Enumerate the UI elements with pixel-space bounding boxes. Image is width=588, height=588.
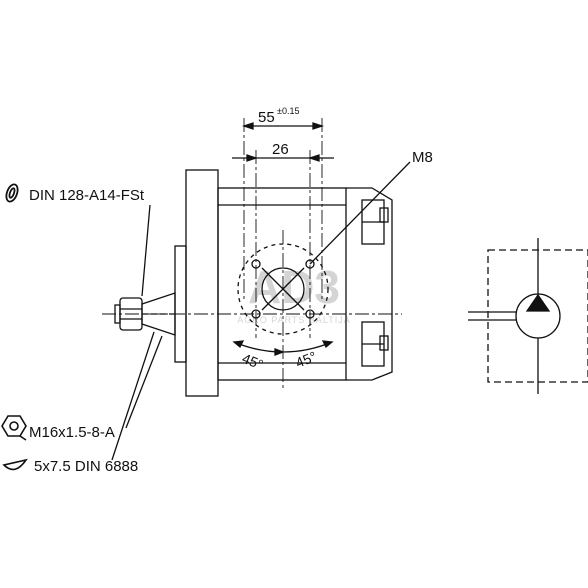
callout-nut-thread: M16x1.5-8-A (29, 424, 115, 441)
leader-key (111, 331, 155, 461)
callout-flange-standard: DIN 128-A14-FSt (29, 187, 145, 204)
angle-label-right: 45° (293, 348, 319, 371)
angle-label-left: 45° (240, 350, 266, 373)
watermark-tagline: AGRO PARTS BALTIJA (237, 315, 351, 325)
dimension-55-value: 55 (258, 109, 275, 126)
lock-washer-icon (5, 183, 19, 203)
callout-port-thread: M8 (412, 149, 433, 166)
mounting-flange (185, 169, 219, 397)
leader-flange (141, 204, 151, 297)
hex-nut-icon (1, 415, 27, 441)
leader-nut (125, 335, 163, 429)
pump-body (217, 187, 347, 381)
callout-key-standard: 5x7.5 DIN 6888 (34, 458, 138, 475)
pilot-boss (174, 245, 187, 363)
hydraulic-pump-symbol (468, 238, 588, 394)
dimension-55-tolerance: ±0.15 (277, 106, 299, 116)
woodruff-key-icon (2, 458, 28, 471)
rear-cover (346, 187, 393, 381)
leader-m8 (309, 161, 411, 265)
dimension-26-value: 26 (272, 141, 289, 158)
